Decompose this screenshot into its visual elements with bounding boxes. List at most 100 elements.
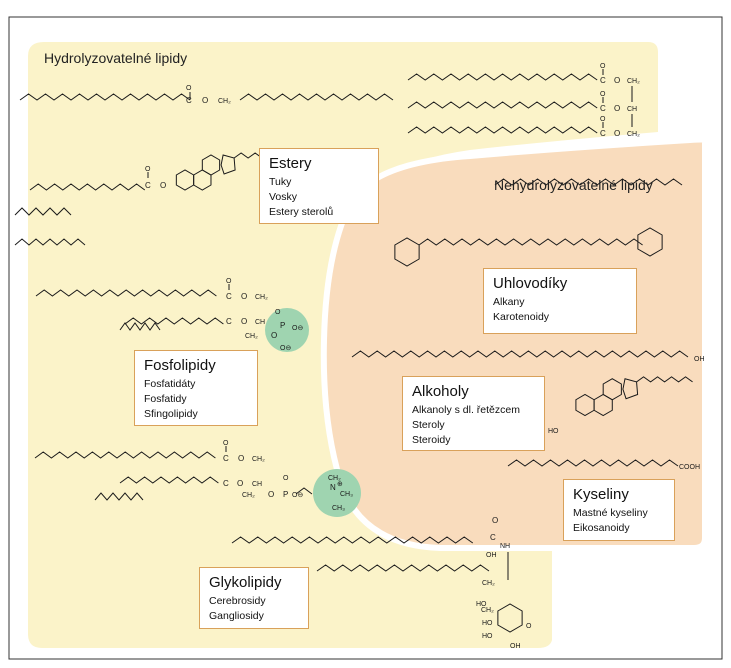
choline-charge-circle [313, 469, 361, 517]
atom-label: O [600, 63, 606, 70]
atom-label: O [186, 85, 192, 92]
atom-label: OH [486, 552, 497, 559]
category-box-alkoholy: Alkoholy Alkanoly s dl. řetězcem Steroly… [402, 376, 545, 451]
atom-label: CH [252, 481, 262, 488]
category-item: Eikosanoidy [573, 522, 630, 534]
galactose-ring [497, 603, 523, 633]
category-box-kyseliny: Kyseliny Mastné kyseliny Eikosanoidy [563, 479, 675, 541]
steroid-ring-d [220, 154, 236, 175]
atom-label: O [223, 440, 229, 447]
atom-label: P [283, 490, 288, 499]
atom-label: CH₂ [252, 456, 265, 463]
atom-label: C [223, 454, 229, 463]
carotene-ring-right [637, 227, 663, 257]
atom-label: O [237, 479, 243, 488]
atom-label: O [271, 331, 277, 340]
atom-label: O [492, 516, 498, 525]
phospholipid-chain-2 [119, 476, 219, 484]
atom-label: O [600, 91, 606, 98]
atom-label: HO [476, 601, 487, 608]
category-item: Fosfatidáty [144, 378, 196, 390]
fatty-acid-chain [507, 459, 679, 467]
alkane-chain [494, 178, 683, 186]
category-title: Kyseliny [573, 486, 629, 503]
atom-label: O⊖ [292, 325, 303, 332]
atom-label: C [226, 292, 232, 301]
steroid-ring-c [201, 154, 221, 176]
atom-label: C [600, 104, 606, 113]
hydrolyzable-region [28, 42, 658, 648]
hydrolyzable-title: Hydrolyzovatelné lipidy [44, 50, 188, 66]
choline-chain [295, 487, 313, 495]
category-title: Fosfolipidy [144, 357, 216, 374]
atom-label: O [268, 490, 274, 499]
category-item: Fosfatidy [144, 393, 187, 405]
atom-label: CH₂ [218, 98, 231, 105]
long-chain-alcohol [351, 350, 689, 358]
phospholipid-chain-2 [124, 317, 224, 325]
atom-label: N [330, 483, 336, 492]
sterol-side-chain [636, 376, 693, 383]
atom-label: C [145, 181, 151, 190]
atom-label: O [614, 129, 620, 138]
atom-label: C [186, 96, 192, 105]
atom-label: COOH [679, 464, 700, 471]
atom-label: CH₂ [482, 580, 495, 587]
atom-label: O⊖ [280, 345, 291, 352]
category-item: Gangliosidy [209, 610, 264, 622]
triglyceride-chain-3 [407, 126, 598, 134]
atom-label: HO [482, 620, 493, 627]
category-item: Karotenoidy [493, 311, 550, 323]
atom-label: CH₃ [340, 491, 353, 498]
atom-label: ⊕ [337, 481, 343, 488]
atom-label: HO [548, 428, 559, 435]
category-item: Cerebrosidy [209, 595, 266, 607]
category-item: Alkanoly s dl. řetězcem [412, 404, 520, 416]
atom-label: O [202, 96, 208, 105]
atom-label: C [490, 533, 496, 542]
category-box-uhlovodiky: Uhlovodíky Alkany Karotenoidy [483, 268, 637, 334]
atom-label: C [223, 479, 229, 488]
category-item: Steroidy [412, 434, 451, 446]
sphingosine-chain [231, 536, 474, 544]
triglyceride-chain-1 [407, 73, 598, 81]
atom-label: O [145, 166, 151, 173]
steroid-ring-c [602, 378, 622, 401]
atom-label: CH₃ [332, 505, 345, 512]
category-item: Vosky [269, 191, 298, 203]
category-title: Estery [269, 155, 312, 172]
unsaturated-acyl-chain [14, 238, 86, 246]
atom-label: O [241, 317, 247, 326]
category-title: Alkoholy [412, 383, 469, 400]
atom-label: O [600, 116, 606, 123]
category-item: Mastné kyseliny [573, 507, 648, 519]
category-title: Glykolipidy [209, 574, 282, 591]
fatty-alcohol-chain [239, 93, 394, 101]
unsaturated-acyl-chain [29, 183, 146, 191]
phosphate-charge-circle [265, 308, 309, 352]
steroid-ring-d [622, 378, 639, 400]
atom-label: O [238, 454, 244, 463]
category-item: Estery sterolů [269, 206, 334, 218]
figure-frame [8, 16, 723, 660]
atom-label: C [600, 76, 606, 85]
atom-label: CH [627, 106, 637, 113]
phospholipid-tail [119, 322, 161, 331]
polyene-chain [418, 238, 643, 246]
atom-label: O [614, 104, 620, 113]
atom-label: O [526, 623, 532, 630]
atom-label: C [600, 129, 606, 138]
category-item: Sfingolipidy [144, 408, 198, 420]
atom-label: OH [510, 643, 521, 650]
atom-label: CH₂ [328, 475, 341, 482]
atom-label: O [283, 475, 289, 482]
atom-label: P [280, 321, 285, 330]
atom-label: O [241, 292, 247, 301]
atom-label: O [160, 181, 166, 190]
atom-label: HO [482, 633, 493, 640]
unsaturated-acyl-chain [14, 207, 72, 216]
atom-label: CH₂ [627, 78, 640, 85]
